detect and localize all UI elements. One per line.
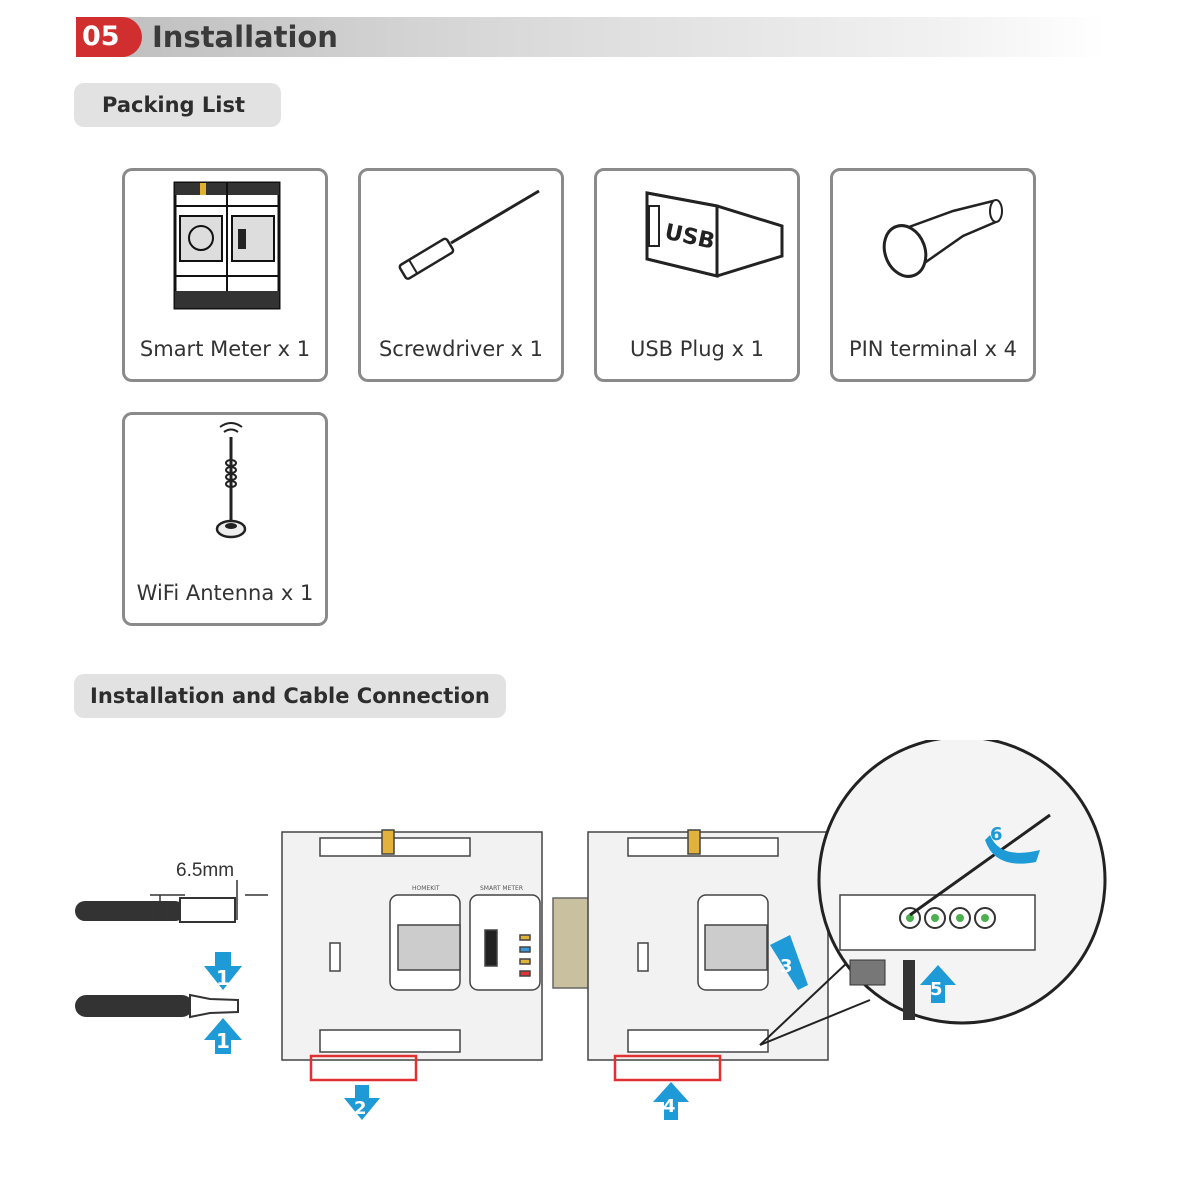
wifi-antenna-icon [215,422,247,539]
smart-meter-device-right [587,829,829,1082]
packing-item-label: WiFi Antenna x 1 [136,581,314,605]
smart-meter-device-left: HOMEKIT SMART METER [281,829,543,1082]
packing-item-pin-terminal: PIN terminal x 4 [830,168,1036,382]
step-6-number: 6 [990,824,1003,845]
step-1-arrow-down [204,952,242,990]
cable-strip-illustration: 6.5mm [75,860,268,923]
section-title: Installation [152,20,338,54]
step-1-arrow-up [204,1018,242,1054]
step-5-number: 5 [930,979,943,1000]
step-4-number: 4 [663,1096,676,1117]
device-label: HOMEKIT [412,885,440,892]
section-header: 05 Installation [76,17,1106,57]
packing-item-label: Screwdriver x 1 [378,337,544,361]
packing-item-label: Smart Meter x 1 [139,337,311,361]
installation-heading: Installation and Cable Connection [74,674,506,718]
step-5-arrow: 5 [920,965,956,1003]
packing-item-wifi-antenna: WiFi Antenna x 1 [122,412,328,626]
installation-diagram: 6.5mm 1 1 HOMEKIT SMART METER 2 [75,740,1107,1120]
screwdriver-icon [398,189,540,280]
step-3-number: 3 [780,956,793,977]
step-1-number: 1 [216,1029,230,1053]
step-2-arrow: 2 [344,1085,380,1120]
packing-item-label: USB Plug x 1 [629,337,765,361]
step-6-arrow: 6 [985,824,1040,864]
magnified-terminal-view [817,740,1107,1025]
step-1-number: 1 [216,966,230,990]
usb-plug-icon: USB [645,191,784,278]
section-number: 05 [76,17,142,57]
strip-length-label: 6.5mm [176,860,234,881]
smart-meter-icon [173,181,281,310]
step-3-arrow: 3 [770,935,808,990]
step-2-number: 2 [354,1098,367,1119]
packing-item-smart-meter: Smart Meter x 1 [122,168,328,382]
device-label: SMART METER [480,885,523,892]
cable-with-ferrule [75,993,239,1019]
packing-item-screwdriver: Screwdriver x 1 [358,168,564,382]
packing-item-label: PIN terminal x 4 [848,337,1018,361]
packing-list-heading: Packing List [74,83,281,127]
step-4-arrow: 4 [653,1082,689,1120]
pin-terminal-icon [882,199,1003,278]
packing-item-usb-plug: USB USB Plug x 1 [594,168,800,382]
